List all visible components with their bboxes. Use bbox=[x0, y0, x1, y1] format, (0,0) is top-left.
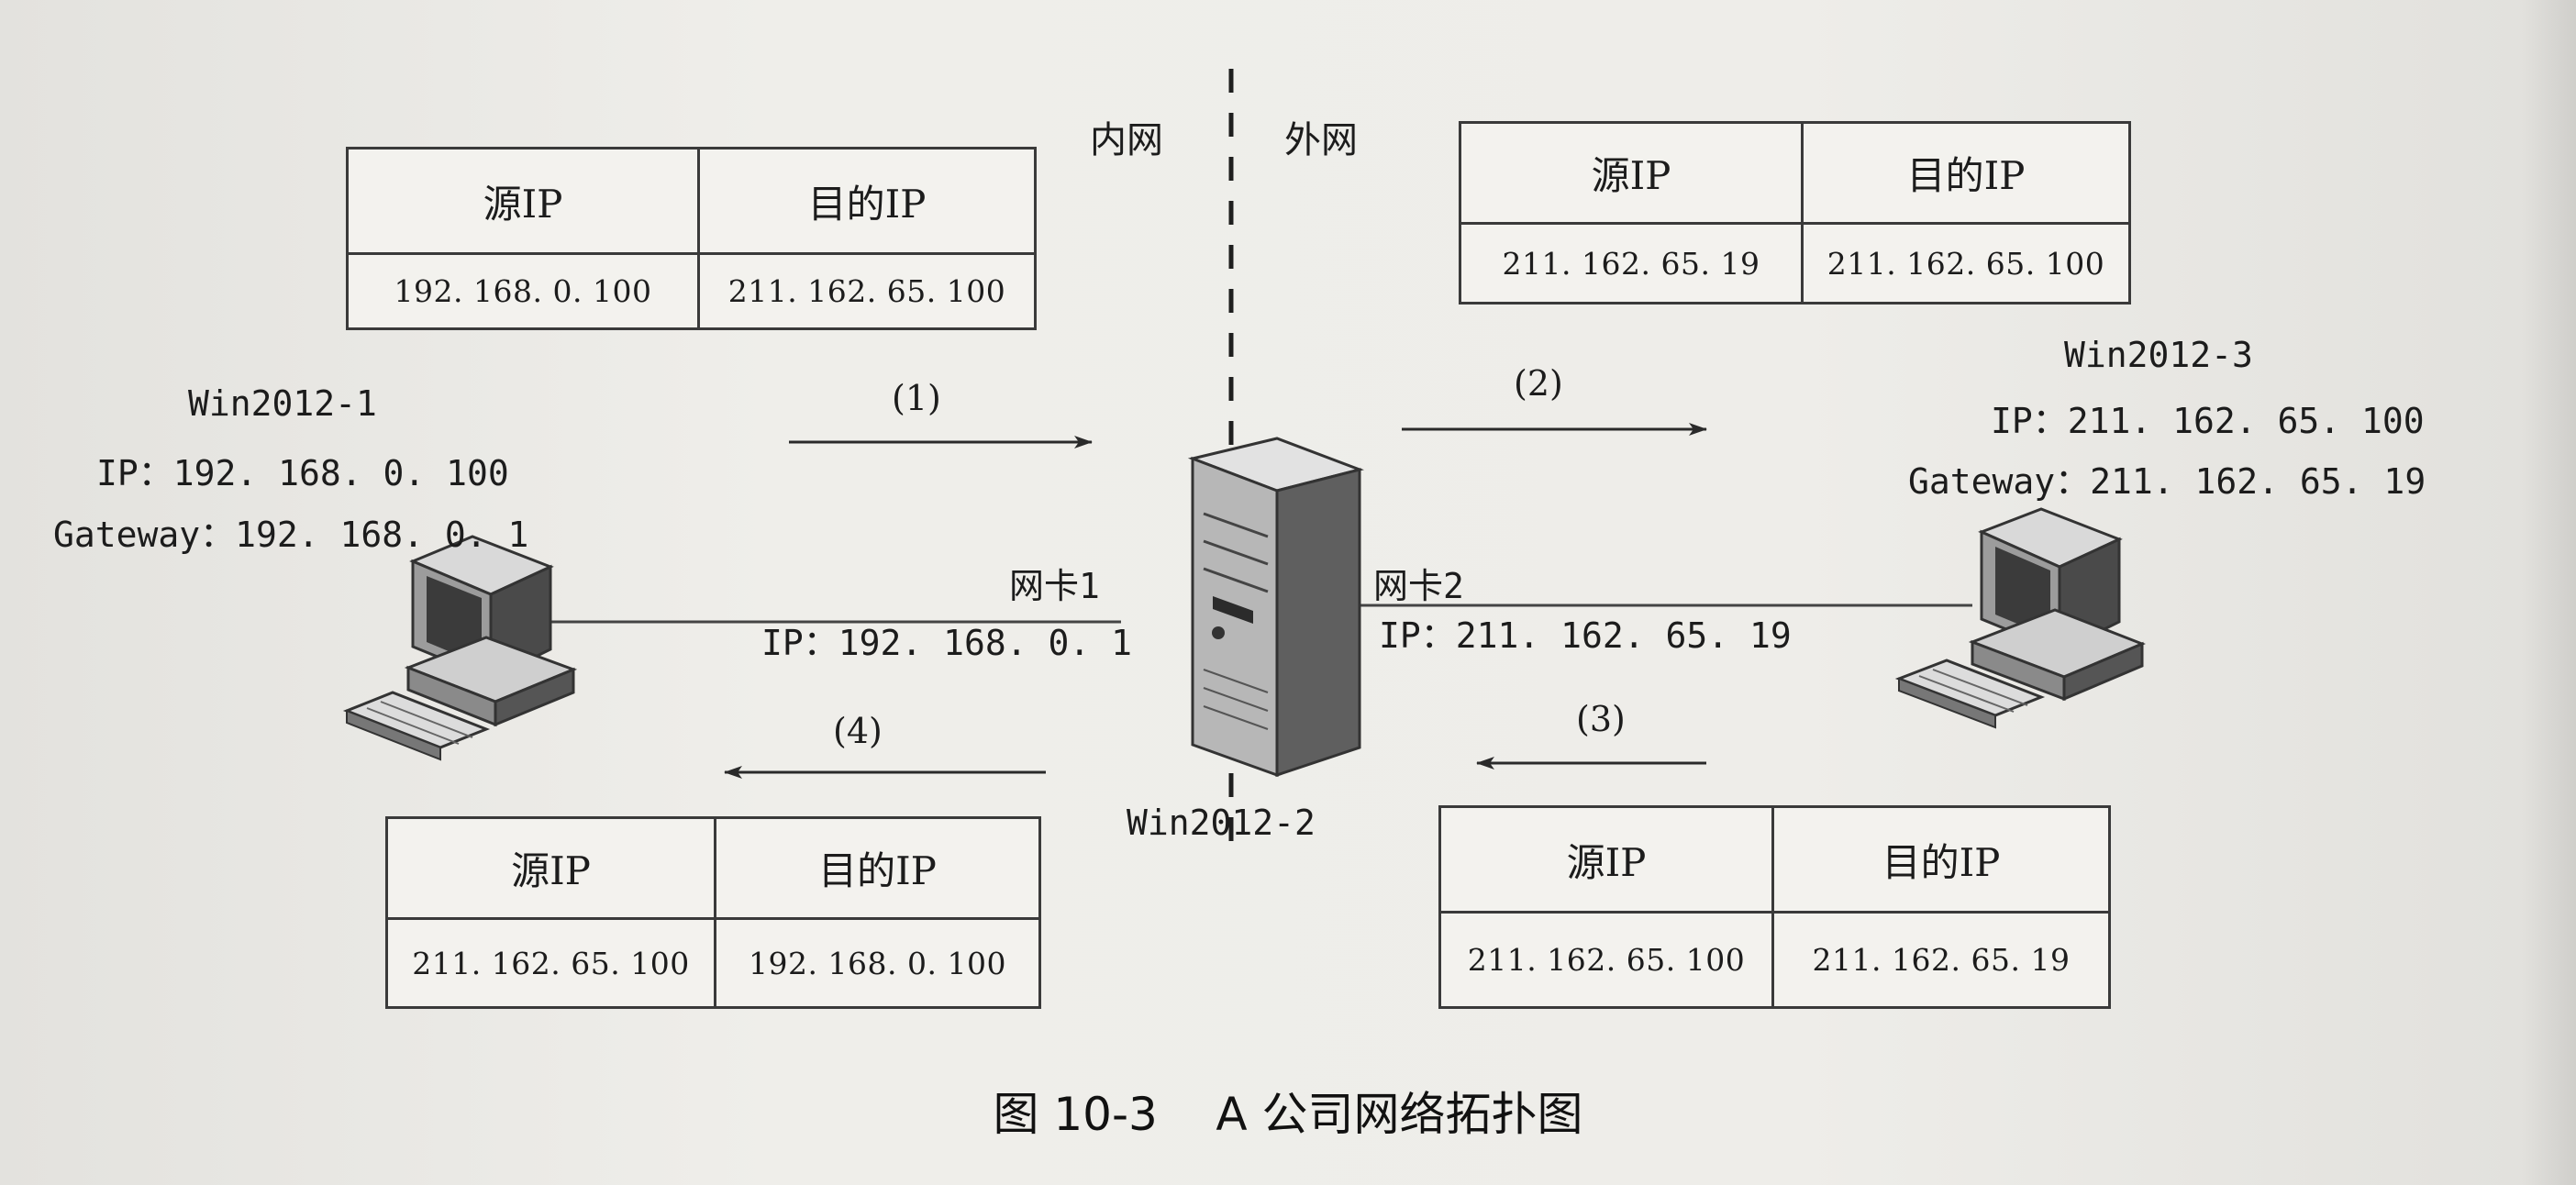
table-1-dst-ip: 211. 162. 65. 100 bbox=[699, 254, 1036, 329]
table-2-dst-ip: 211. 162. 65. 100 bbox=[1803, 224, 2130, 304]
computer-icon-win3 bbox=[1899, 509, 2142, 727]
outer-network-label: 外网 bbox=[1284, 110, 1358, 163]
step-label-3: (3) bbox=[1576, 699, 1626, 739]
nic2-ip: IP：211. 162. 65. 19 bbox=[1379, 607, 1792, 658]
table-1-dst-header: 目的IP bbox=[699, 149, 1036, 254]
table-4-src-header: 源IP bbox=[387, 818, 716, 919]
table-2-src-ip: 211. 162. 65. 19 bbox=[1460, 224, 1803, 304]
table-1-src-ip: 192. 168. 0. 100 bbox=[348, 254, 699, 329]
table-1-src-header: 源IP bbox=[348, 149, 699, 254]
nic2-label: 网卡2 bbox=[1373, 558, 1464, 608]
win1-name: Win2012-1 bbox=[188, 383, 377, 424]
table-4-dst-header: 目的IP bbox=[716, 818, 1040, 919]
inner-network-label: 内网 bbox=[1090, 110, 1163, 163]
step-label-2: (2) bbox=[1514, 363, 1563, 404]
packet-table-4: 源IP 目的IP 211. 162. 65. 100 192. 168. 0. … bbox=[385, 816, 1041, 1009]
table-3-dst-header: 目的IP bbox=[1773, 807, 2110, 913]
win1-gateway: Gateway：192. 168. 0. 1 bbox=[53, 506, 528, 557]
win3-ip: IP：211. 162. 65. 100 bbox=[1991, 393, 2425, 443]
table-4-dst-ip: 192. 168. 0. 100 bbox=[716, 919, 1040, 1008]
computer-icon-win1 bbox=[347, 537, 573, 759]
win3-name: Win2012-3 bbox=[2064, 335, 2253, 375]
table-3-src-header: 源IP bbox=[1440, 807, 1773, 913]
win3-gateway: Gateway：211. 162. 65. 19 bbox=[1908, 453, 2426, 504]
step-label-4: (4) bbox=[833, 711, 883, 751]
table-2-src-header: 源IP bbox=[1460, 123, 1803, 224]
server-icon bbox=[1193, 438, 1360, 775]
table-4-src-ip: 211. 162. 65. 100 bbox=[387, 919, 716, 1008]
table-2-dst-header: 目的IP bbox=[1803, 123, 2130, 224]
packet-table-1: 源IP 目的IP 192. 168. 0. 100 211. 162. 65. … bbox=[346, 147, 1037, 330]
packet-table-3: 源IP 目的IP 211. 162. 65. 100 211. 162. 65.… bbox=[1438, 805, 2111, 1009]
nic1-label: 网卡1 bbox=[1009, 558, 1100, 608]
table-3-src-ip: 211. 162. 65. 100 bbox=[1440, 913, 1773, 1008]
win2-name: Win2012-2 bbox=[1127, 803, 1316, 843]
figure-caption: 图 10-3 A 公司网络拓扑图 bbox=[0, 1078, 2576, 1144]
step-label-1: (1) bbox=[892, 378, 941, 418]
win1-ip: IP：192. 168. 0. 100 bbox=[96, 445, 509, 495]
table-3-dst-ip: 211. 162. 65. 19 bbox=[1773, 913, 2110, 1008]
nic1-ip: IP：192. 168. 0. 1 bbox=[761, 615, 1132, 665]
packet-table-2: 源IP 目的IP 211. 162. 65. 19 211. 162. 65. … bbox=[1459, 121, 2131, 305]
